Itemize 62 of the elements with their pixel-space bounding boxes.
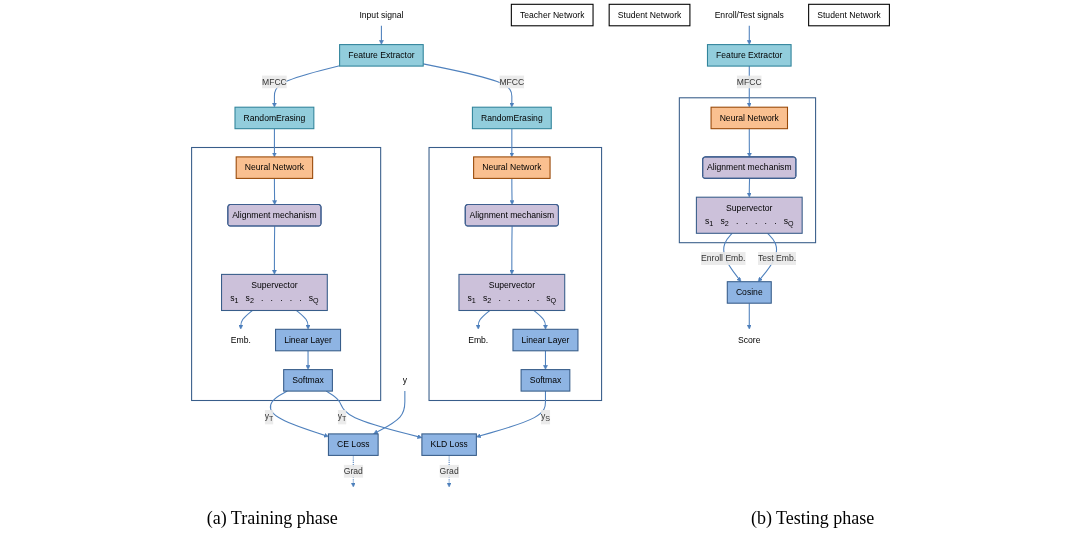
cluster <box>678 97 817 244</box>
arrow <box>746 302 752 330</box>
node-box: Teacher Network <box>510 3 594 27</box>
cluster <box>191 146 382 402</box>
caption-text: (a) Training phase <box>206 507 338 529</box>
edge-label: Test Emb. <box>757 253 797 263</box>
cluster <box>428 146 603 402</box>
node-text: Emb. <box>230 335 251 345</box>
node-box: Feature Extractor <box>339 44 424 67</box>
node-box: RandomErasing <box>471 106 552 130</box>
node-text: Emb. <box>468 335 489 345</box>
node-box: Supervector s$_{1}$ s$_{2}$ . . . . . s$_{Q}$ <box>458 273 566 312</box>
node-box: Student Network <box>808 3 890 27</box>
edge-label: Enroll Emb. <box>701 253 746 263</box>
arrow <box>509 225 515 275</box>
node-text: y <box>402 375 407 385</box>
arrow <box>475 309 491 330</box>
node-box: Student Network <box>608 3 691 27</box>
node-box: Supervector s$_{1}$ s$_{2}$ . . . . . s$_{Q}$ <box>695 196 803 234</box>
edge-label: MFCC <box>499 77 525 87</box>
arrow <box>533 309 548 330</box>
node-box: Linear Layer <box>275 328 342 352</box>
arrow <box>379 25 384 45</box>
node-box: Cosine <box>726 281 772 304</box>
edge-label: MFCC <box>736 77 762 87</box>
edge-label: Grad <box>343 466 363 476</box>
arrow <box>373 390 406 435</box>
edge-label: MFCC <box>262 77 287 87</box>
arrow <box>747 128 752 158</box>
arrow <box>272 65 341 108</box>
arrow <box>272 128 277 158</box>
arrow <box>509 177 515 205</box>
node-text: Score <box>738 335 761 345</box>
arrow <box>746 25 752 45</box>
arrow <box>238 309 253 330</box>
edge-label: y$_{S}$ <box>540 411 550 423</box>
arrow <box>272 225 277 275</box>
edge-label: y$_{T}$ <box>264 411 274 423</box>
node-box: Softmax <box>283 369 333 392</box>
arrow <box>543 350 548 370</box>
edge-label: Grad <box>439 466 459 476</box>
node-box: Softmax <box>520 369 571 392</box>
node-text: Input signal <box>359 10 404 20</box>
arrow <box>476 390 546 438</box>
node-box: KLD Loss <box>421 433 477 456</box>
arrow <box>746 178 752 198</box>
arrow <box>305 350 311 370</box>
node-box: Neural Network <box>710 106 789 130</box>
caption-text: (b) Testing phase <box>750 507 875 529</box>
node-box: RandomErasing <box>234 106 315 130</box>
node-box: Supervector s$_{1}$ s$_{2}$ . . . . . s$_{Q}$ <box>221 273 328 312</box>
arrow <box>296 309 311 330</box>
node-box: Feature Extractor <box>706 44 792 67</box>
node-box: CE Loss <box>327 433 379 456</box>
arrow <box>272 177 277 205</box>
node-text: Enroll/Test signals <box>714 10 784 20</box>
node-box: Neural Network <box>473 156 551 179</box>
arrow <box>269 390 329 438</box>
edge-label: y$_{T}$ <box>337 411 347 423</box>
node-box: Neural Network <box>235 156 314 179</box>
node-box: Linear Layer <box>512 328 579 352</box>
arrow <box>509 128 515 158</box>
